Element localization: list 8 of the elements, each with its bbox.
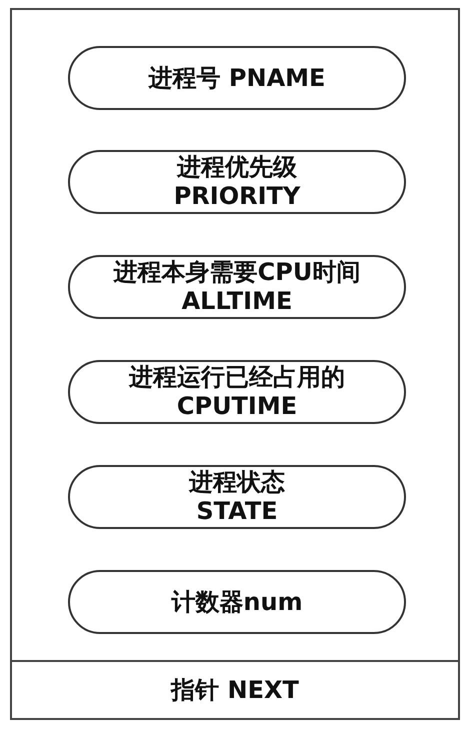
node-text: 进程号 PNAME (148, 64, 326, 92)
record-box (10, 8, 460, 720)
node-text: 进程状态 STATE (188, 468, 286, 526)
node-text: 进程本身需要CPU时间 ALLTIME (112, 258, 362, 316)
node-text: 进程优先级 PRIORITY (172, 153, 302, 211)
node-text: 计数器num (171, 588, 303, 616)
node-text: 指针 NEXT (171, 676, 299, 704)
node-text: 进程运行已经占用的 CPUTIME (128, 363, 346, 421)
